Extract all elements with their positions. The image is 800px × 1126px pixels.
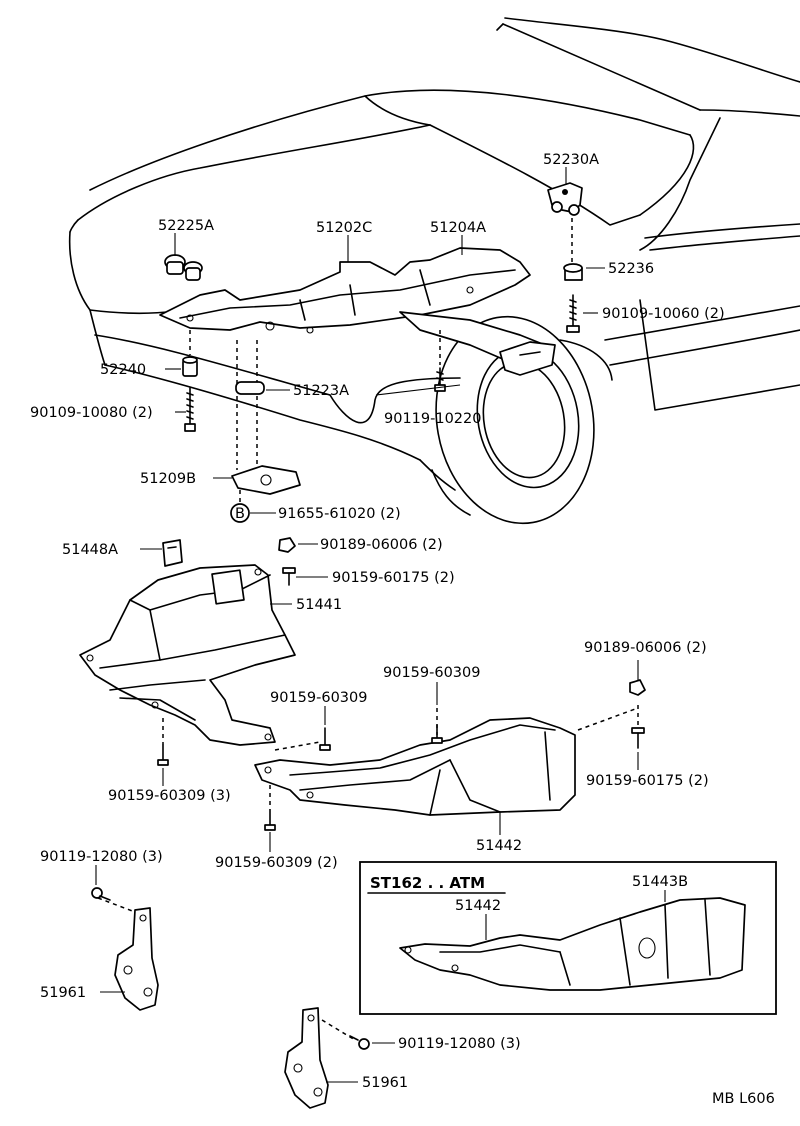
bushing-52236 <box>563 263 583 281</box>
leader-mid-bolt <box>274 741 321 751</box>
clip-51448A <box>162 539 183 567</box>
leader-right-cover <box>577 707 639 731</box>
marker-b: B <box>230 503 250 523</box>
label-91655-61020: 91655-61020 (2) <box>278 506 401 522</box>
bracket-51961-a <box>114 907 159 1011</box>
collar-52240 <box>182 356 198 377</box>
label-52236: 52236 <box>608 261 654 277</box>
label-51441: 51441 <box>296 597 342 613</box>
leader-51961-b <box>321 1019 356 1041</box>
bolt-90159-60175-b <box>631 727 645 749</box>
screw-90119-12080-a <box>91 887 111 901</box>
label-inset-51442: 51442 <box>455 898 501 914</box>
label-51443B: 51443B <box>632 874 688 890</box>
inset-st162-atm: ST162 . . ATM <box>359 861 777 1015</box>
label-90119-12080-a: 90119-12080 (3) <box>40 849 163 865</box>
mount-52225A <box>164 254 203 281</box>
label-51961-a: 51961 <box>40 985 86 1001</box>
label-52230A: 52230A <box>543 152 599 168</box>
label-90189-06006-a: 90189-06006 (2) <box>320 537 443 553</box>
bolt-90109-10060 <box>566 294 580 333</box>
under-cover-51442 <box>254 717 576 816</box>
label-90159-60309-2: 90159-60309 (2) <box>215 855 338 871</box>
label-90189-06006-b: 90189-06006 (2) <box>584 640 707 656</box>
svg-text:B: B <box>235 506 245 522</box>
bolt-90159-60175-a <box>282 567 296 586</box>
label-52225A: 52225A <box>158 218 214 234</box>
under-cover-51441 <box>79 564 296 746</box>
bracket-52230A <box>547 182 583 216</box>
label-90159-60309-b: 90159-60309 <box>270 690 368 706</box>
label-90109-10060: 90109-10060 (2) <box>602 306 725 322</box>
label-51223A: 51223A <box>293 383 349 399</box>
label-90159-60175-a: 90159-60175 (2) <box>332 570 455 586</box>
label-51202C: 51202C <box>316 220 372 236</box>
label-51442: 51442 <box>476 838 522 854</box>
figure-code: MB L606 <box>712 1091 775 1107</box>
leader-51961-a <box>97 897 136 913</box>
label-90159-60309-a: 90159-60309 <box>383 665 481 681</box>
nut-90189-06006-b <box>629 679 646 696</box>
label-90109-10080: 90109-10080 (2) <box>30 405 153 421</box>
label-51961-b: 51961 <box>362 1075 408 1091</box>
label-90159-60175-b: 90159-60175 (2) <box>586 773 709 789</box>
label-90119-10220: 90119-10220 <box>384 411 482 427</box>
crossmember-assembly <box>159 247 556 376</box>
label-leaders <box>95 167 666 1083</box>
label-90159-60309-3: 90159-60309 (3) <box>108 788 231 804</box>
bolt-90159-60309-mid <box>319 727 331 751</box>
bolt-90109-10080 <box>184 387 196 432</box>
label-51448A: 51448A <box>62 542 118 558</box>
bolt-90159-60309-2 <box>264 809 276 831</box>
bolt-90159-60309-right <box>431 724 443 744</box>
label-51204A: 51204A <box>430 220 486 236</box>
label-90119-12080-b: 90119-12080 (3) <box>398 1036 521 1052</box>
label-52240: 52240 <box>100 362 146 378</box>
inset-title: ST162 . . ATM <box>370 874 485 892</box>
bracket-51961-b <box>284 1007 329 1109</box>
plate-51209B <box>231 465 301 495</box>
label-51209B: 51209B <box>140 471 196 487</box>
bolt-90159-60309-3 <box>157 744 169 766</box>
car-body-outline <box>68 17 800 525</box>
nut-90189-06006-a <box>278 537 296 553</box>
screw-90119-12080-b <box>349 1035 370 1050</box>
pad-51223A <box>235 381 265 395</box>
